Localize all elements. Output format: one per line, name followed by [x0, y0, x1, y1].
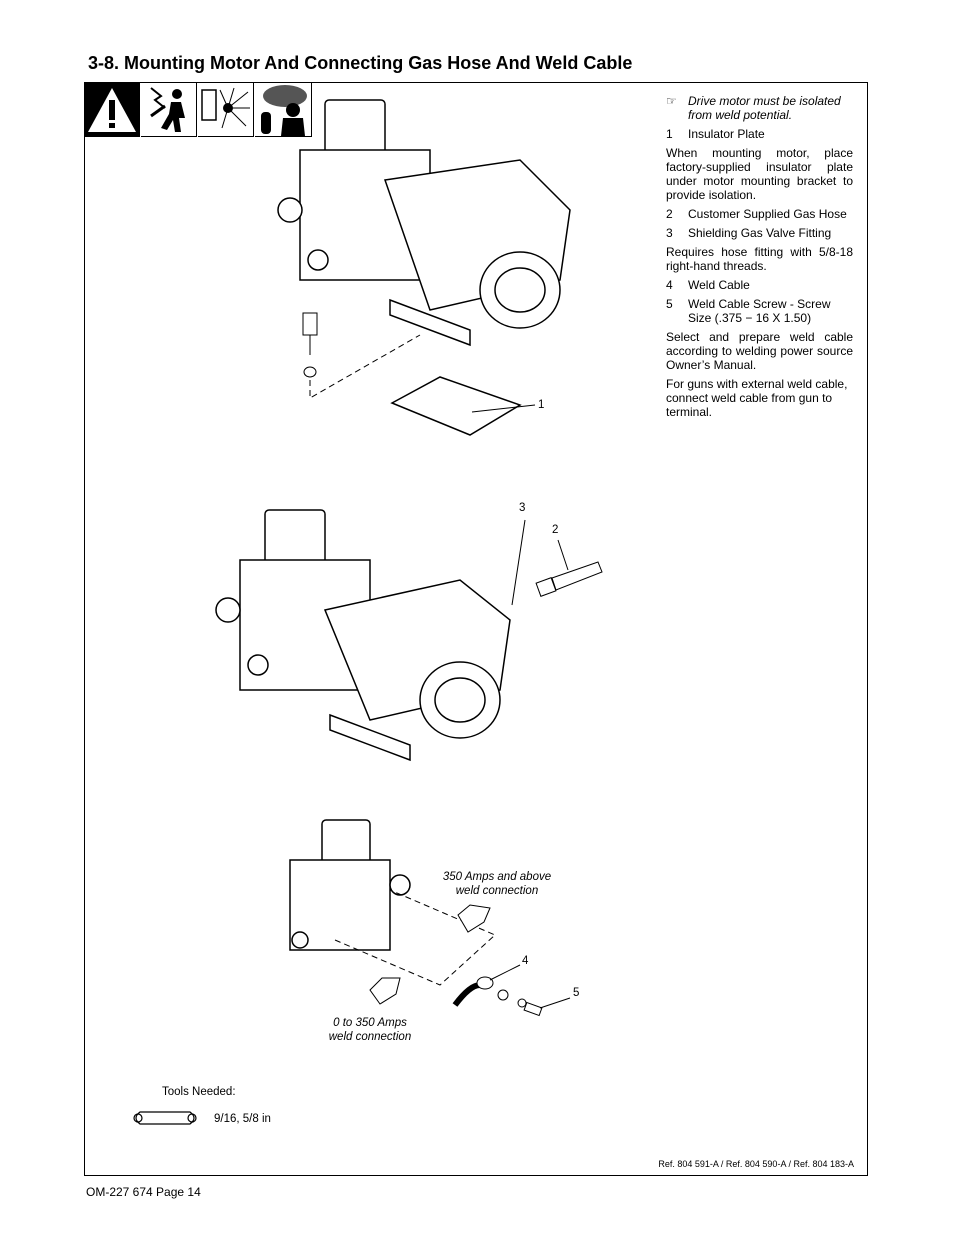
isolation-note: ☞ Drive motor must be isolated from weld…: [666, 94, 841, 122]
gas-hose-fitting: [511, 519, 603, 606]
content-frame: [84, 82, 868, 1176]
reference-numbers: Ref. 804 591-A / Ref. 804 590-A / Ref. 8…: [658, 1159, 854, 1169]
drive-motor-assembly-top: [277, 99, 571, 347]
item-description: Requires hose fitting with 5/8-18 right-…: [666, 245, 853, 273]
external-cable-note: For guns with external weld cable, conne…: [666, 377, 848, 419]
label-0-to-350-amps: 0 to 350 Amps weld connection: [328, 1017, 412, 1043]
pointing-hand-icon: [369, 904, 491, 1005]
tool-sizes: 9/16, 5/8 in: [214, 1113, 271, 1125]
drive-motor-assembly-middle: [215, 509, 511, 762]
safety-icon-strip: [84, 82, 312, 138]
note-hand-icon: ☞: [666, 94, 677, 108]
item-description: Select and prepare weld cable according …: [666, 330, 853, 372]
weld-connection-guide-lines: [334, 889, 496, 986]
callout-1: 1: [538, 399, 545, 411]
callout-3: 3: [519, 502, 526, 514]
fumes-gas-cylinder-icon: [255, 82, 312, 137]
section-title: 3-8. Mounting Motor And Connecting Gas H…: [88, 53, 633, 73]
callout-5: 5: [573, 987, 580, 999]
tools-needed-label: Tools Needed:: [162, 1086, 236, 1098]
electric-shock-icon: [141, 82, 197, 137]
item-description: When mounting motor, place factory-suppl…: [666, 146, 853, 202]
instructions-column: ☞ Drive motor must be isolated from weld…: [666, 94, 853, 424]
callout-4: 4: [522, 955, 529, 967]
arc-rays-sparks-icon: [198, 82, 254, 137]
drive-assembly-bottom: [289, 819, 411, 951]
mounting-hardware-top: [302, 312, 421, 399]
label-350-amps-above: 350 Amps and above weld connection: [442, 871, 552, 897]
weld-cable-hardware: [452, 964, 571, 1017]
insulator-plate: [390, 376, 522, 436]
callout-line-1: [471, 404, 536, 413]
callout-2: 2: [552, 524, 559, 536]
warning-triangle-icon: [84, 82, 140, 137]
wrench-icon: [133, 1111, 197, 1125]
page-footer: OM-227 674 Page 14: [86, 1185, 201, 1199]
